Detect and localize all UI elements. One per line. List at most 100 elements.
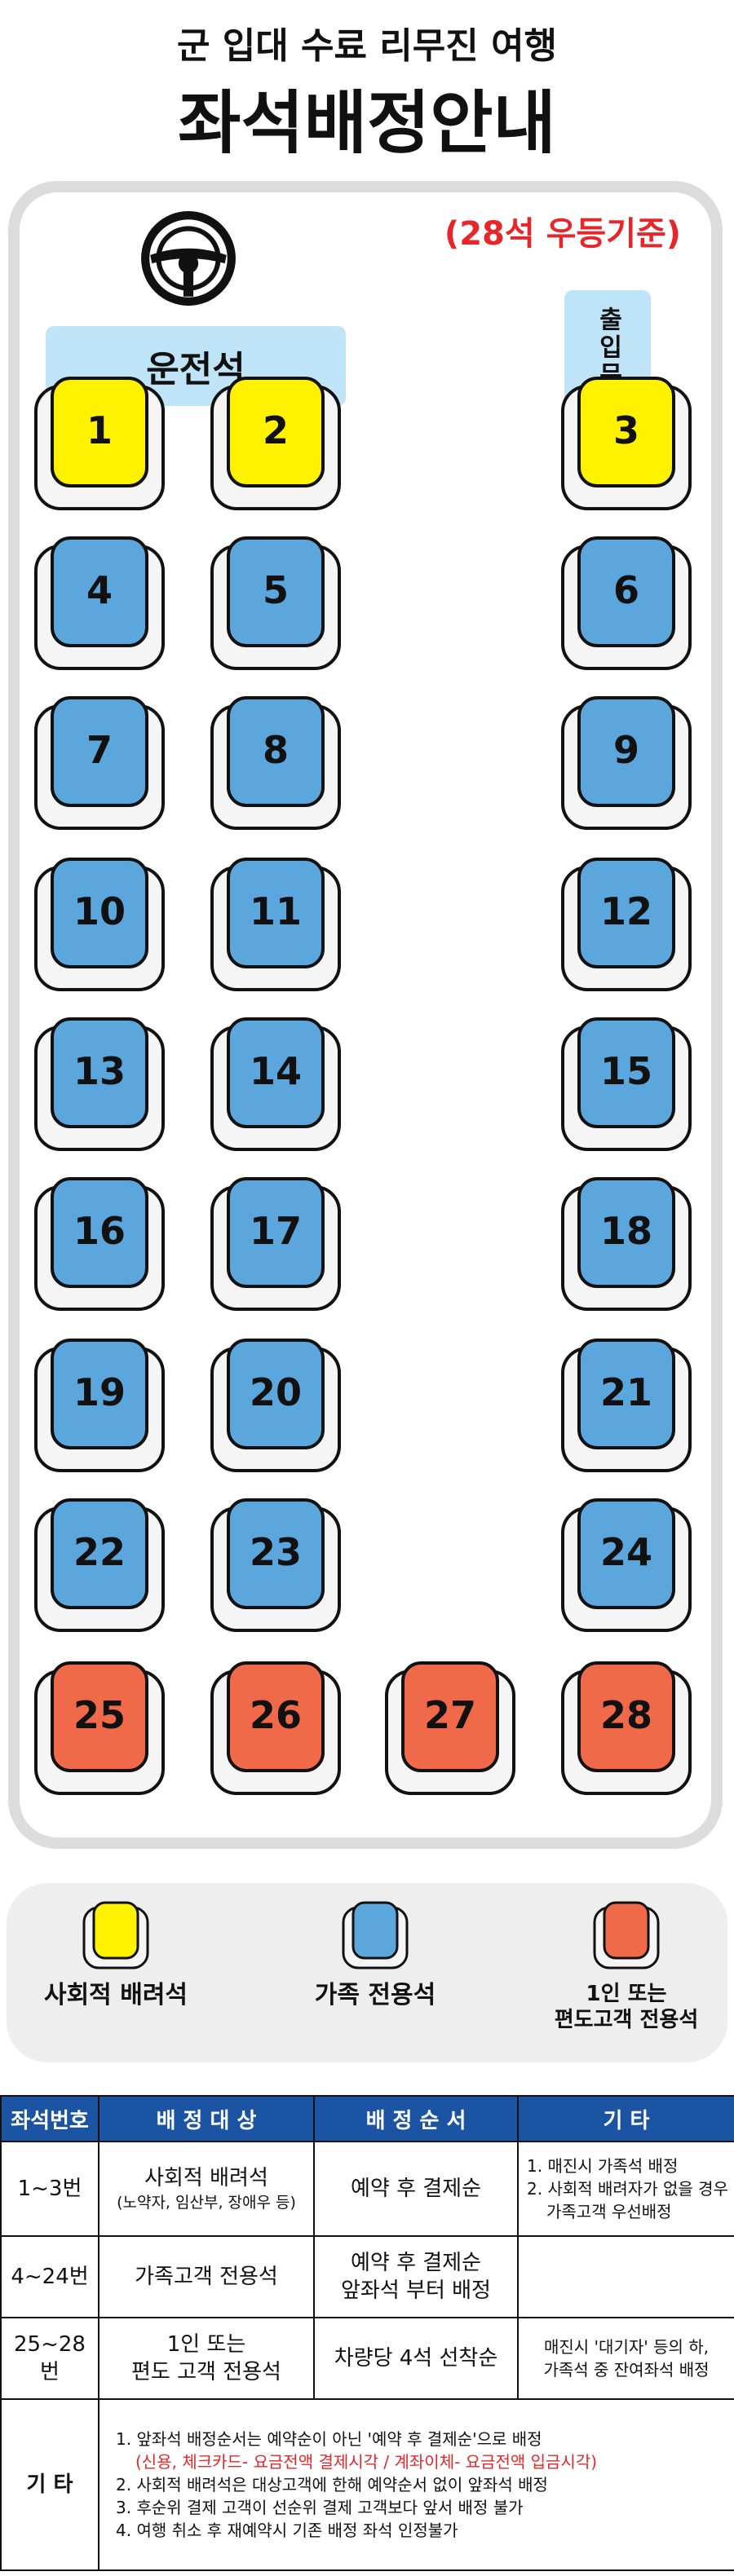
seat-shape xyxy=(210,1498,341,1632)
seat-number: 7 xyxy=(86,728,113,772)
seat-number: 2 xyxy=(262,408,289,452)
seat-2: 2 xyxy=(209,375,343,510)
seat-27: 27 xyxy=(383,1660,517,1795)
seat-shape xyxy=(561,858,692,991)
seat-24: 24 xyxy=(559,1497,693,1632)
seat-shape xyxy=(561,1177,692,1311)
seat-standard-notice: (28석 우등기준) xyxy=(444,215,682,253)
seat-number: 6 xyxy=(612,568,639,612)
table-notes-cell: 1. 앞좌석 배정순서는 예약순이 아닌 '예약 후 결제순'으로 배정 (신용… xyxy=(98,2398,734,2571)
table-cell xyxy=(517,2235,734,2318)
steering-wheel-icon xyxy=(141,211,236,306)
table-cell: 차량당 4석 선착순 xyxy=(313,2317,519,2400)
seat-number: 9 xyxy=(612,728,639,772)
table-row: 기 타 1. 앞좌석 배정순서는 예약순이 아닌 '예약 후 결제순'으로 배정… xyxy=(0,2398,734,2571)
seat-shape xyxy=(561,1017,692,1151)
seat-9: 9 xyxy=(559,695,693,830)
seat-shape xyxy=(34,1339,165,1472)
legend-item-social: 사회적 배려석 xyxy=(18,1899,214,2010)
seat-12: 12 xyxy=(559,856,693,991)
seat-shape xyxy=(34,536,165,670)
seat-shape xyxy=(210,1661,341,1795)
seat-shape xyxy=(210,858,341,991)
seat-16: 16 xyxy=(33,1176,166,1311)
seat-17: 17 xyxy=(209,1176,343,1311)
table-cell: 가족고객 전용석 xyxy=(98,2235,315,2318)
seat-22: 22 xyxy=(33,1497,166,1632)
seat-number: 26 xyxy=(249,1693,302,1737)
seat-shape xyxy=(210,1339,341,1472)
seat-number: 22 xyxy=(73,1530,126,1574)
seat-number: 3 xyxy=(612,408,639,452)
seat-shape xyxy=(210,1177,341,1311)
seat-number: 18 xyxy=(599,1209,652,1253)
table-header: 배 정 순 서 xyxy=(313,2095,519,2142)
seat-21: 21 xyxy=(559,1337,693,1472)
seat-number: 24 xyxy=(599,1530,652,1574)
table-cell: 기 타 xyxy=(0,2398,99,2571)
seat-number: 11 xyxy=(249,889,302,933)
seat-shape xyxy=(34,858,165,991)
page-title: 좌석배정안내 xyxy=(178,83,556,163)
seat-15: 15 xyxy=(559,1016,693,1151)
seat-25: 25 xyxy=(33,1660,166,1795)
page-subtitle: 군 입대 수료 리무진 여행 xyxy=(176,25,558,67)
legend-label: 사회적 배려석 xyxy=(43,1981,188,2009)
seat-1: 1 xyxy=(33,375,166,510)
seat-13: 13 xyxy=(33,1016,166,1151)
seat-shape xyxy=(34,1498,165,1632)
seat-number: 20 xyxy=(249,1370,302,1414)
seat-shape xyxy=(561,1661,692,1795)
seat-number: 15 xyxy=(599,1049,652,1093)
seat-shape xyxy=(34,1661,165,1795)
table-cell: 1~3번 xyxy=(0,2141,99,2237)
seat-icon-orange xyxy=(593,1901,660,1969)
seat-number: 25 xyxy=(73,1693,126,1737)
seat-number: 1 xyxy=(86,408,113,452)
seat-info-table: 좌석번호 배 정 대 상 배 정 순 서 기 타 1~3번 사회적 배려석(노약… xyxy=(0,2095,734,2571)
table-cell: 4~24번 xyxy=(0,2235,99,2318)
seat-number: 19 xyxy=(73,1370,126,1414)
seat-number: 17 xyxy=(249,1209,302,1253)
seat-8: 8 xyxy=(209,695,343,830)
table-cell: 사회적 배려석(노약자, 임산부, 장애우 등) xyxy=(98,2141,315,2237)
seat-shape xyxy=(561,696,692,830)
seat-shape xyxy=(210,377,341,510)
seat-18: 18 xyxy=(559,1176,693,1311)
seat-19: 19 xyxy=(33,1337,166,1472)
seat-number: 27 xyxy=(423,1693,476,1737)
seat-shape xyxy=(561,1498,692,1632)
legend-item-single: 1인 또는 편도고객 전용석 xyxy=(528,1899,724,2033)
seat-23: 23 xyxy=(209,1497,343,1632)
legend-label: 1인 또는 편도고객 전용석 xyxy=(554,1982,699,2032)
seat-shape xyxy=(210,536,341,670)
table-header: 배 정 대 상 xyxy=(98,2095,315,2142)
seat-28: 28 xyxy=(559,1660,693,1795)
seat-14: 14 xyxy=(209,1016,343,1151)
seat-number: 21 xyxy=(599,1370,652,1414)
table-cell: 25~28번 xyxy=(0,2317,99,2400)
seat-number: 8 xyxy=(262,728,289,772)
table-header-row: 좌석번호 배 정 대 상 배 정 순 서 기 타 xyxy=(0,2095,734,2142)
seat-number: 4 xyxy=(86,568,113,612)
table-header: 좌석번호 xyxy=(0,2095,99,2142)
seat-5: 5 xyxy=(209,535,343,670)
seat-icon-yellow xyxy=(82,1901,149,1969)
table-cell: 예약 후 결제순 xyxy=(313,2141,519,2237)
seat-number: 14 xyxy=(249,1049,302,1093)
seat-3: 3 xyxy=(559,375,693,510)
seat-shape xyxy=(210,1017,341,1151)
seat-4: 4 xyxy=(33,535,166,670)
seat-shape xyxy=(561,1339,692,1472)
table-header: 기 타 xyxy=(517,2095,734,2142)
legend-item-family: 가족 전용석 xyxy=(277,1899,473,2010)
seat-shape xyxy=(34,1177,165,1311)
seat-10: 10 xyxy=(33,856,166,991)
seat-number: 28 xyxy=(599,1693,652,1737)
seat-number: 12 xyxy=(599,889,652,933)
seat-shape xyxy=(385,1661,515,1795)
table-cell: 매진시 '대기자' 등의 하,가족석 중 잔여좌석 배정 xyxy=(517,2317,734,2400)
